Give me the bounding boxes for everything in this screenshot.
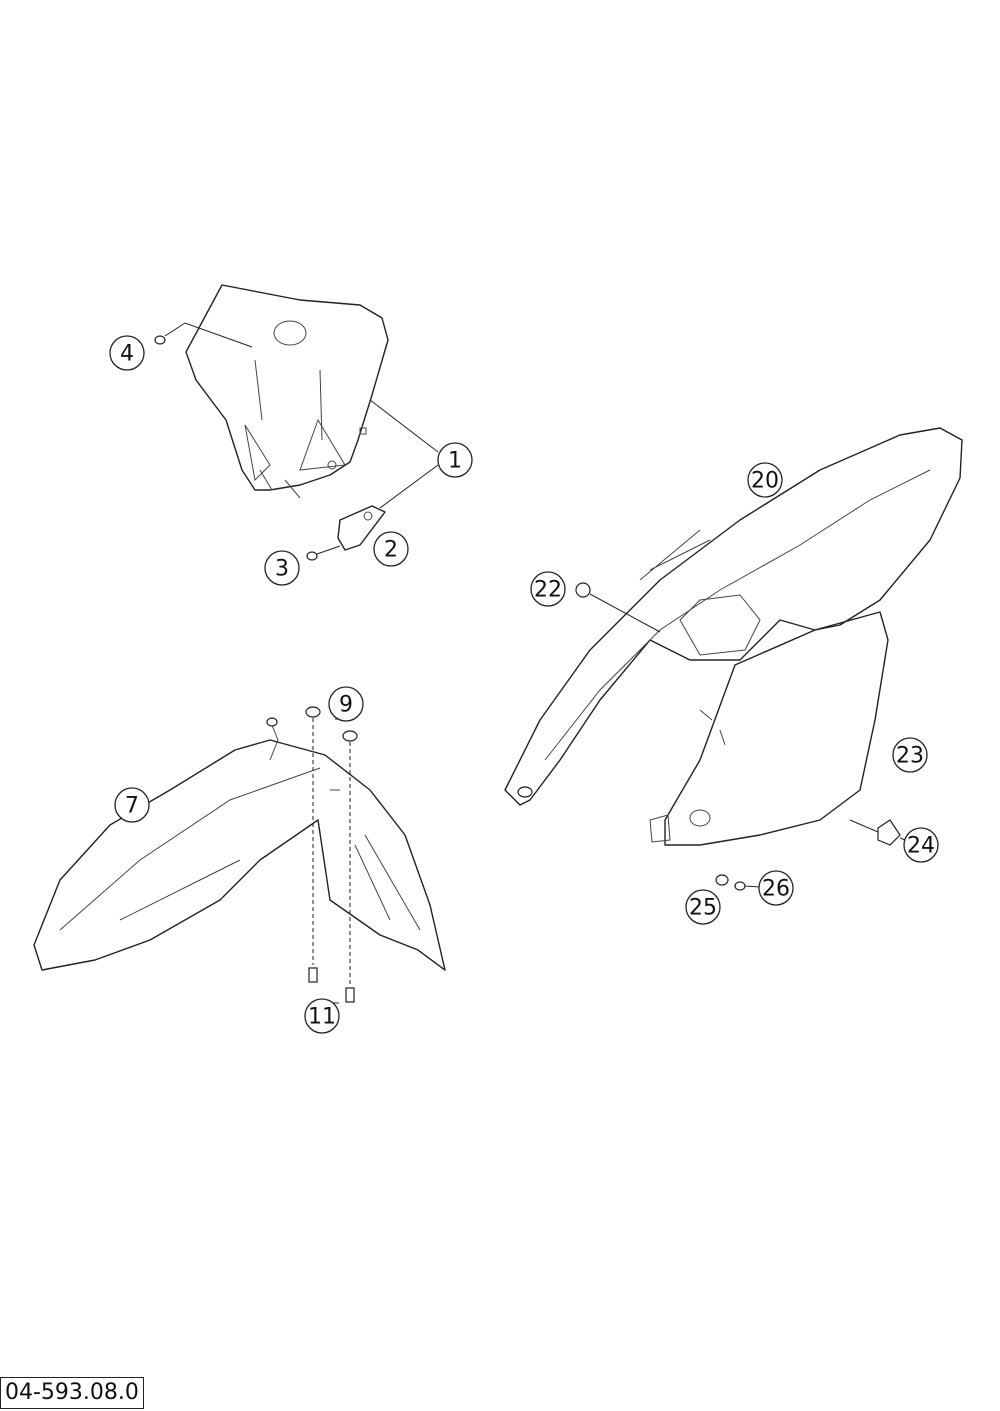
callout-3: 3: [264, 550, 300, 586]
svg-text:4: 4: [120, 342, 134, 367]
callout-20: 20: [747, 462, 783, 498]
diagram-code: 04-593.08.0: [0, 1377, 144, 1409]
number-plate-drawing: [185, 284, 389, 499]
front-fender-drawing: [33, 717, 446, 971]
svg-text:11: 11: [308, 1005, 336, 1030]
fender-washers-drawing: [305, 706, 358, 985]
rear-hardware-drawing: [575, 582, 921, 891]
callout-1: 1: [437, 442, 473, 478]
svg-text:9: 9: [339, 693, 353, 718]
callout-26: 26: [758, 870, 794, 906]
svg-text:26: 26: [762, 877, 790, 902]
svg-text:20: 20: [751, 469, 779, 494]
svg-text:25: 25: [689, 896, 717, 921]
svg-text:22: 22: [534, 578, 562, 603]
callout-22: 22: [530, 571, 566, 607]
callout-9: 9: [328, 686, 364, 722]
svg-text:23: 23: [896, 744, 924, 769]
screw-3-drawing: [306, 545, 341, 561]
svg-text:1: 1: [448, 449, 462, 474]
callout-4: 4: [109, 335, 145, 371]
svg-text:2: 2: [384, 538, 398, 563]
side-panel-drawing: [649, 611, 889, 846]
callout-7: 7: [114, 787, 150, 823]
svg-text:7: 7: [125, 794, 139, 819]
rear-fender-drawing: [504, 427, 963, 806]
screw-4-drawing: [154, 322, 253, 348]
callout-24: 24: [903, 827, 939, 863]
callout-23: 23: [892, 737, 928, 773]
callout-25: 25: [685, 889, 721, 925]
svg-text:24: 24: [907, 834, 935, 859]
callout-2: 2: [373, 531, 409, 567]
bracket-drawing: [337, 505, 386, 551]
fender-screws-drawing: [308, 967, 355, 1003]
svg-text:3: 3: [275, 557, 289, 582]
callout-11: 11: [304, 998, 340, 1034]
